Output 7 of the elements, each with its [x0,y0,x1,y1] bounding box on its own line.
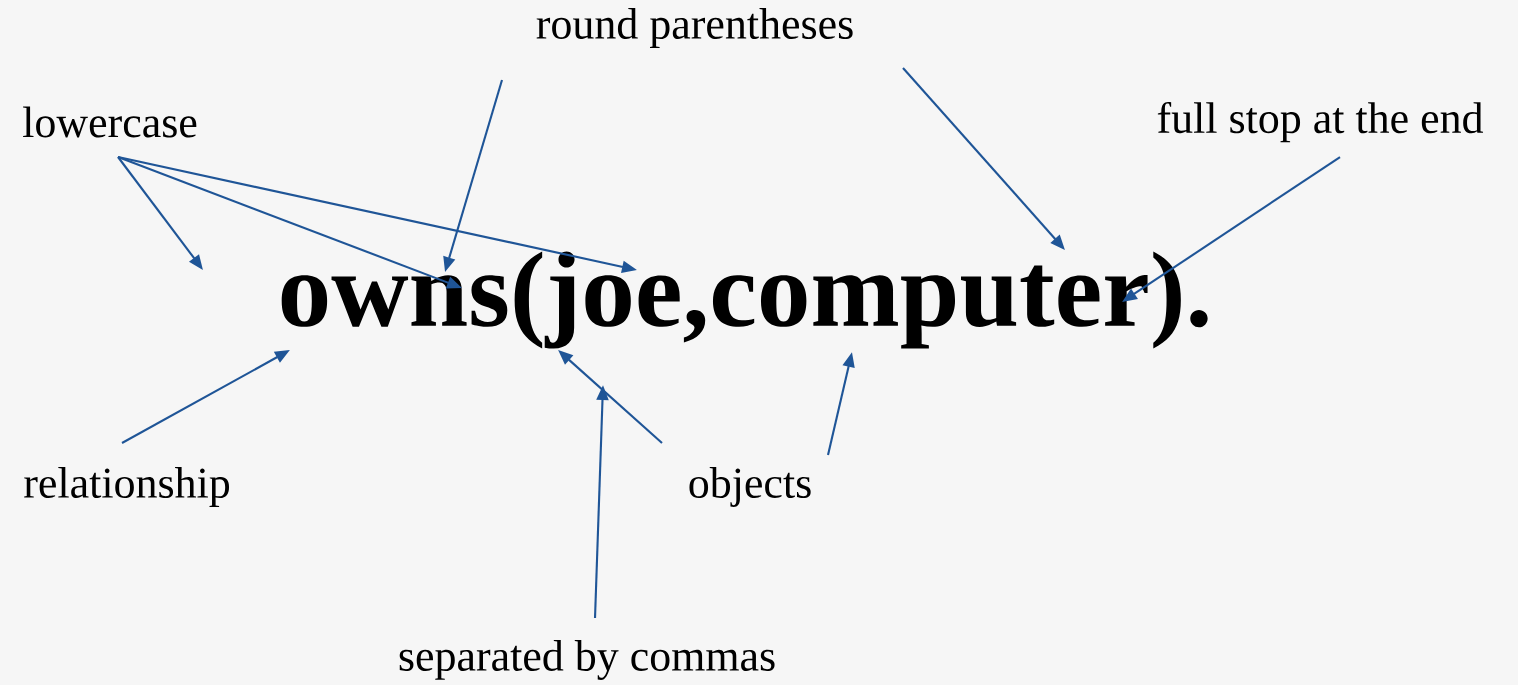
annotation-text: separated by commas [399,640,775,680]
annotation-text: full stop at the end [1157,101,1483,143]
annotation-text: round parentheses [536,8,853,48]
annotation-text: lowercase [23,106,197,138]
annotation-text: objects [689,467,811,507]
annotation-text: relationship [24,467,230,507]
prolog-fact: owns(joe,computer). [281,251,1208,349]
